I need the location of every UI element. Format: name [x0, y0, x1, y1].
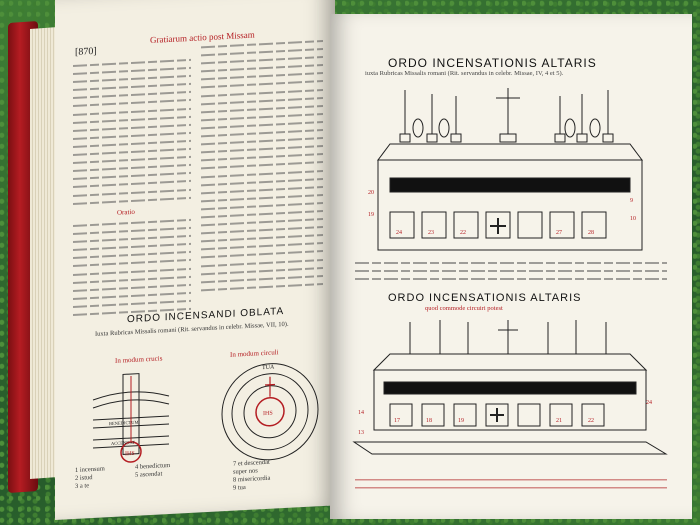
svg-text:22: 22 [460, 230, 466, 236]
svg-text:19: 19 [458, 418, 464, 424]
svg-text:IHS: IHS [125, 451, 135, 458]
svg-text:18: 18 [426, 418, 432, 424]
svg-text:9: 9 [630, 198, 633, 204]
text-column-right [201, 35, 323, 294]
cross-list-left: 1 incensum 2 istud 3 a te [75, 465, 105, 490]
rubric-altaris-2: quod commode circuiri potest [425, 305, 503, 312]
svg-text:14: 14 [358, 410, 364, 416]
section-title-altaris-2: ORDO INCENSATIONIS ALTARIS [388, 292, 582, 304]
svg-text:13: 13 [358, 430, 364, 436]
altar-1-notes [355, 258, 667, 283]
cross-word-1: BENEDICTUM [109, 420, 138, 427]
text-column-left-2 [73, 214, 191, 319]
svg-text:28: 28 [588, 230, 594, 236]
right-page: ORDO INCENSATIONIS ALTARIS iuxta Rubrica… [330, 14, 692, 519]
circle-hub-text: IHS [263, 411, 273, 418]
cross-word-2: ACCENDAT [111, 440, 135, 446]
svg-text:27: 27 [556, 230, 562, 236]
cross-list-right: 4 benedictum 5 ascendat [135, 461, 171, 479]
svg-text:17: 17 [394, 418, 400, 424]
rubric-altaris-1: iuxta Rubricas Missalis romani (Rit. ser… [365, 70, 564, 77]
svg-text:24: 24 [396, 230, 402, 236]
altar-diagram-1: 20 19 9 10 24 23 22 27 28 [368, 88, 643, 251]
page-stack [30, 27, 58, 479]
svg-text:21: 21 [556, 418, 562, 424]
circle-incensing-diagram: IHS TUA [221, 363, 319, 461]
svg-text:10: 10 [630, 216, 636, 222]
svg-text:19: 19 [368, 212, 374, 218]
svg-text:20: 20 [368, 190, 374, 196]
subtitle-cross: In modum crucis [115, 354, 163, 365]
page-number: [870] [75, 45, 97, 58]
svg-text:24: 24 [646, 400, 652, 406]
circle-list: 7 et descendat super nos 8 misericordia … [233, 458, 271, 492]
altar-diagram-2: 17 18 19 21 22 14 13 24 [352, 320, 668, 455]
svg-text:23: 23 [428, 230, 434, 236]
circle-word-top: TUA [262, 364, 275, 371]
section-title-altaris-1: ORDO INCENSATIONIS ALTARIS [388, 56, 597, 70]
prayer-heading: Oratio [117, 207, 135, 217]
left-page: [870] Gratiarum actio post Missam Oratio… [55, 0, 335, 521]
svg-text:22: 22 [588, 418, 594, 424]
cross-incensing-diagram: IHS BENEDICTUM ACCENDAT [92, 373, 170, 463]
altar-2-notes [355, 476, 667, 492]
text-column-left [73, 54, 191, 207]
